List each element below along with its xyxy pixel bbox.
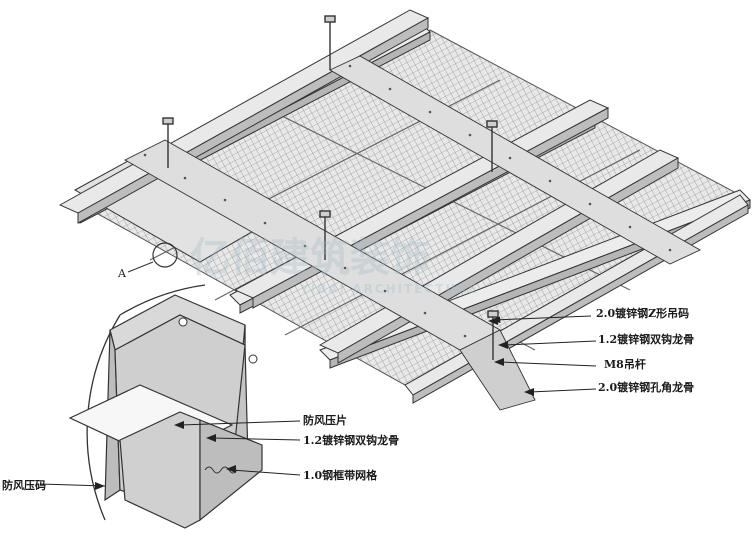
label-wind-clip: 防风压码 [2,479,46,492]
detail-marker-a: A [117,242,178,280]
label-m8-rod: M8吊杆 [604,358,646,371]
label-double-hook-keel-detail: 1.2镀锌钢双钩龙骨 [303,434,400,447]
watermark-text: 亿佰建筑装饰 [190,235,430,281]
label-z-hanger: 2.0镀锌钢Z形吊码 [596,307,690,320]
hanger-rod [324,15,336,70]
label-double-hook-keel-top: 1.2镀锌钢双钩龙骨 [598,333,695,346]
hanger-rod [319,210,331,260]
label-perforated-angle-keel: 2.0镀锌钢孔角龙骨 [598,381,695,394]
detail-marker-label: A [117,267,127,280]
hanger-rod [162,117,174,168]
leader-lines [39,315,597,487]
label-framed-grid: 1.0钢框带网格 [303,469,378,482]
watermark-subtext: YIBAI ARCHITECTURE [300,282,479,296]
perforated-angle-keels [124,55,701,411]
detail-view-a [68,284,263,529]
hanger-rod [486,120,498,172]
label-wind-plate: 防风压片 [303,414,347,427]
